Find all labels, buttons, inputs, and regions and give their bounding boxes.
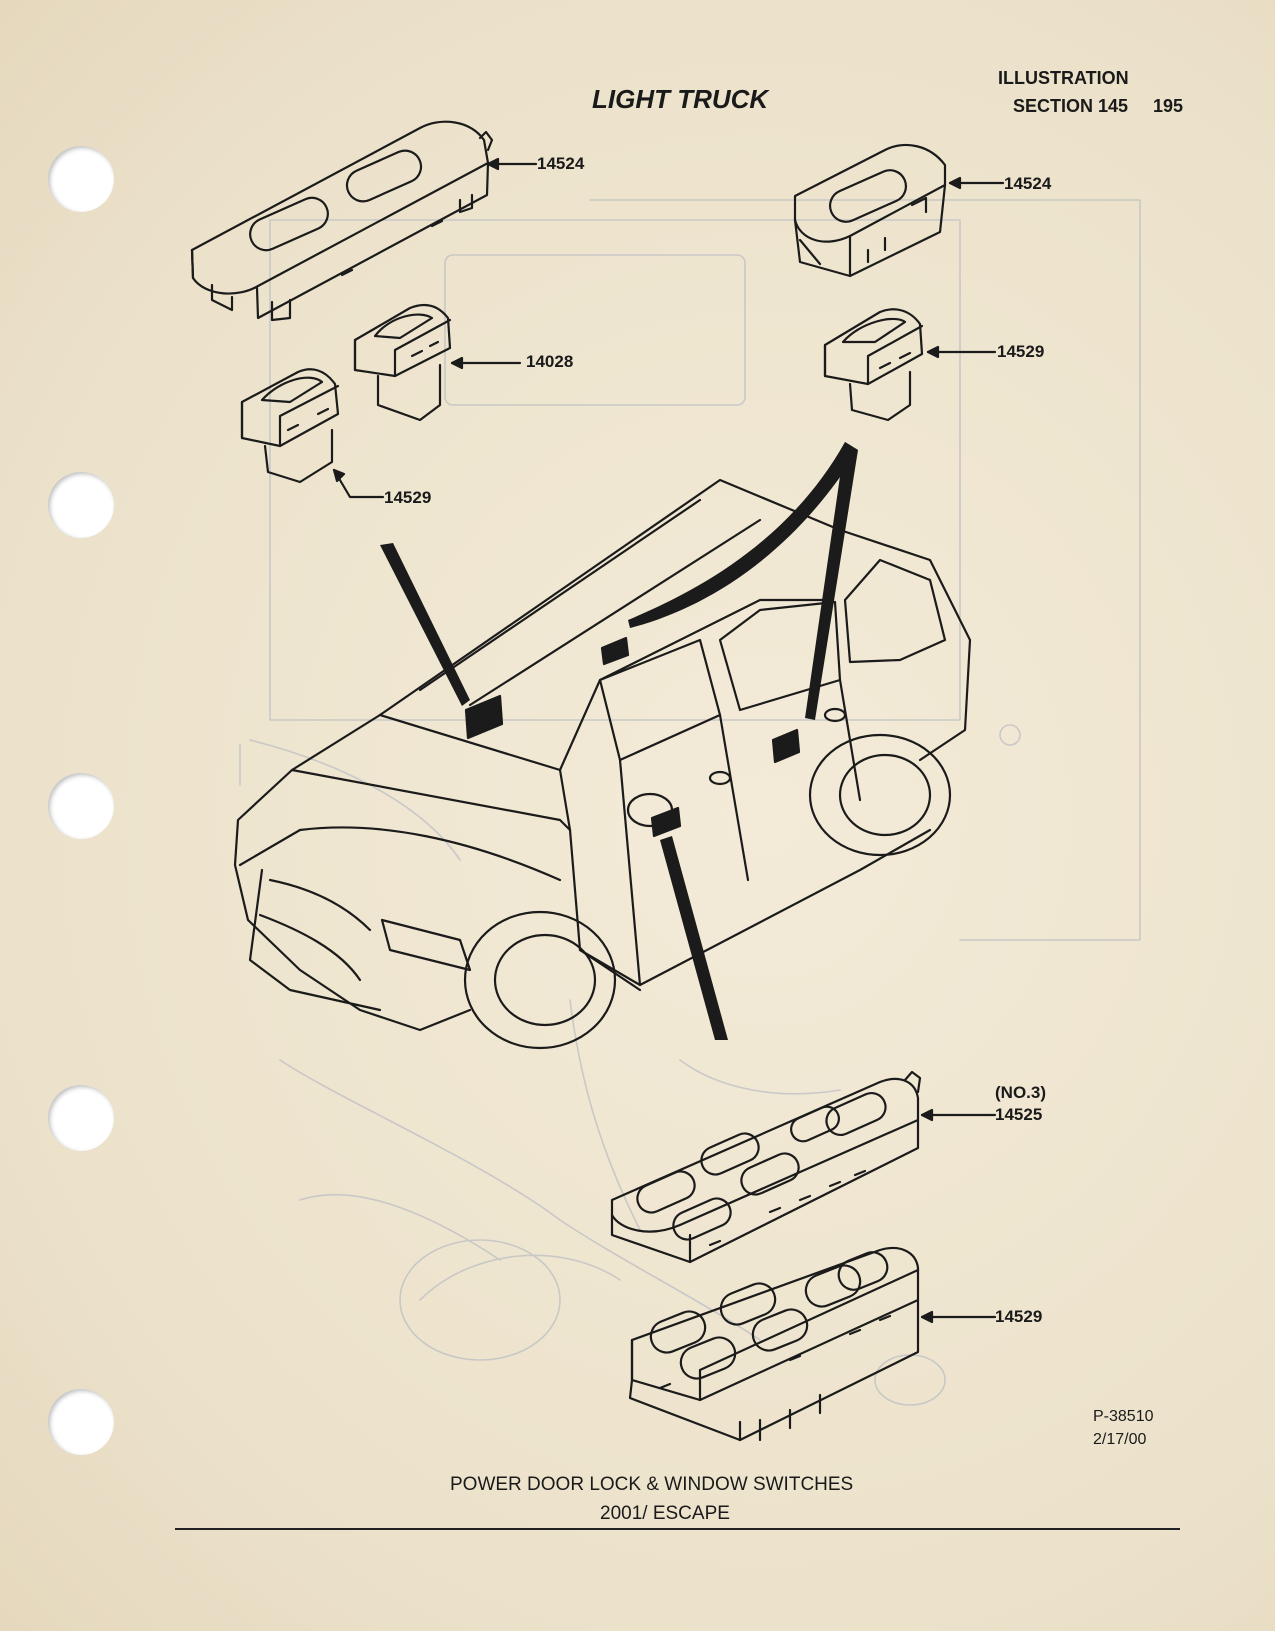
binder-hole (48, 1389, 114, 1455)
callout-14529-master: 14529 (995, 1307, 1043, 1326)
location-pointers (380, 442, 858, 1040)
bleed-through-background (239, 199, 1141, 1406)
caption-title: POWER DOOR LOCK & WINDOW SWITCHES (450, 1474, 854, 1495)
binder-hole (48, 773, 114, 839)
drawing-date: 2/17/00 (1093, 1431, 1147, 1448)
drawing-number: P-38510 (1093, 1408, 1154, 1425)
leader-arrow (926, 345, 940, 359)
bezel-14525 (610, 1070, 922, 1264)
bezel-14524-left (190, 120, 494, 322)
callout-14524-right: 14524 (1004, 174, 1052, 193)
vehicle-outline (233, 478, 972, 1050)
leader-arrow (920, 1108, 934, 1122)
switch-14028 (353, 303, 452, 422)
page-title: LIGHT TRUCK (592, 84, 769, 114)
binder-hole (48, 1085, 114, 1151)
callout-14525: 14525 (995, 1105, 1043, 1124)
page-number: 195 (1153, 96, 1184, 116)
illustration-label: ILLUSTRATION (998, 68, 1129, 88)
bezel-14524-right (793, 143, 947, 278)
callout-no3-note: (NO.3) (995, 1083, 1046, 1102)
switch-14529-left (240, 368, 340, 484)
leader-arrow (450, 356, 464, 370)
leader-arrow (920, 1310, 934, 1324)
leader-arrow (486, 157, 500, 171)
leader-arrow (332, 468, 346, 483)
callout-14028: 14028 (526, 352, 574, 371)
location-markers (464, 636, 801, 838)
section-label: SECTION 145 (1013, 96, 1129, 116)
leader-arrow (948, 176, 962, 190)
callout-14529-left: 14529 (384, 488, 432, 507)
footer-rule (175, 1528, 1180, 1530)
binder-hole (48, 146, 114, 212)
switch-14529-right (823, 308, 924, 422)
caption-subtitle: 2001/ ESCAPE (600, 1503, 730, 1524)
callout-14524-left: 14524 (537, 154, 585, 173)
master-switch-14529 (628, 1246, 920, 1442)
binder-hole (48, 472, 114, 538)
callout-14529-right: 14529 (997, 342, 1045, 361)
